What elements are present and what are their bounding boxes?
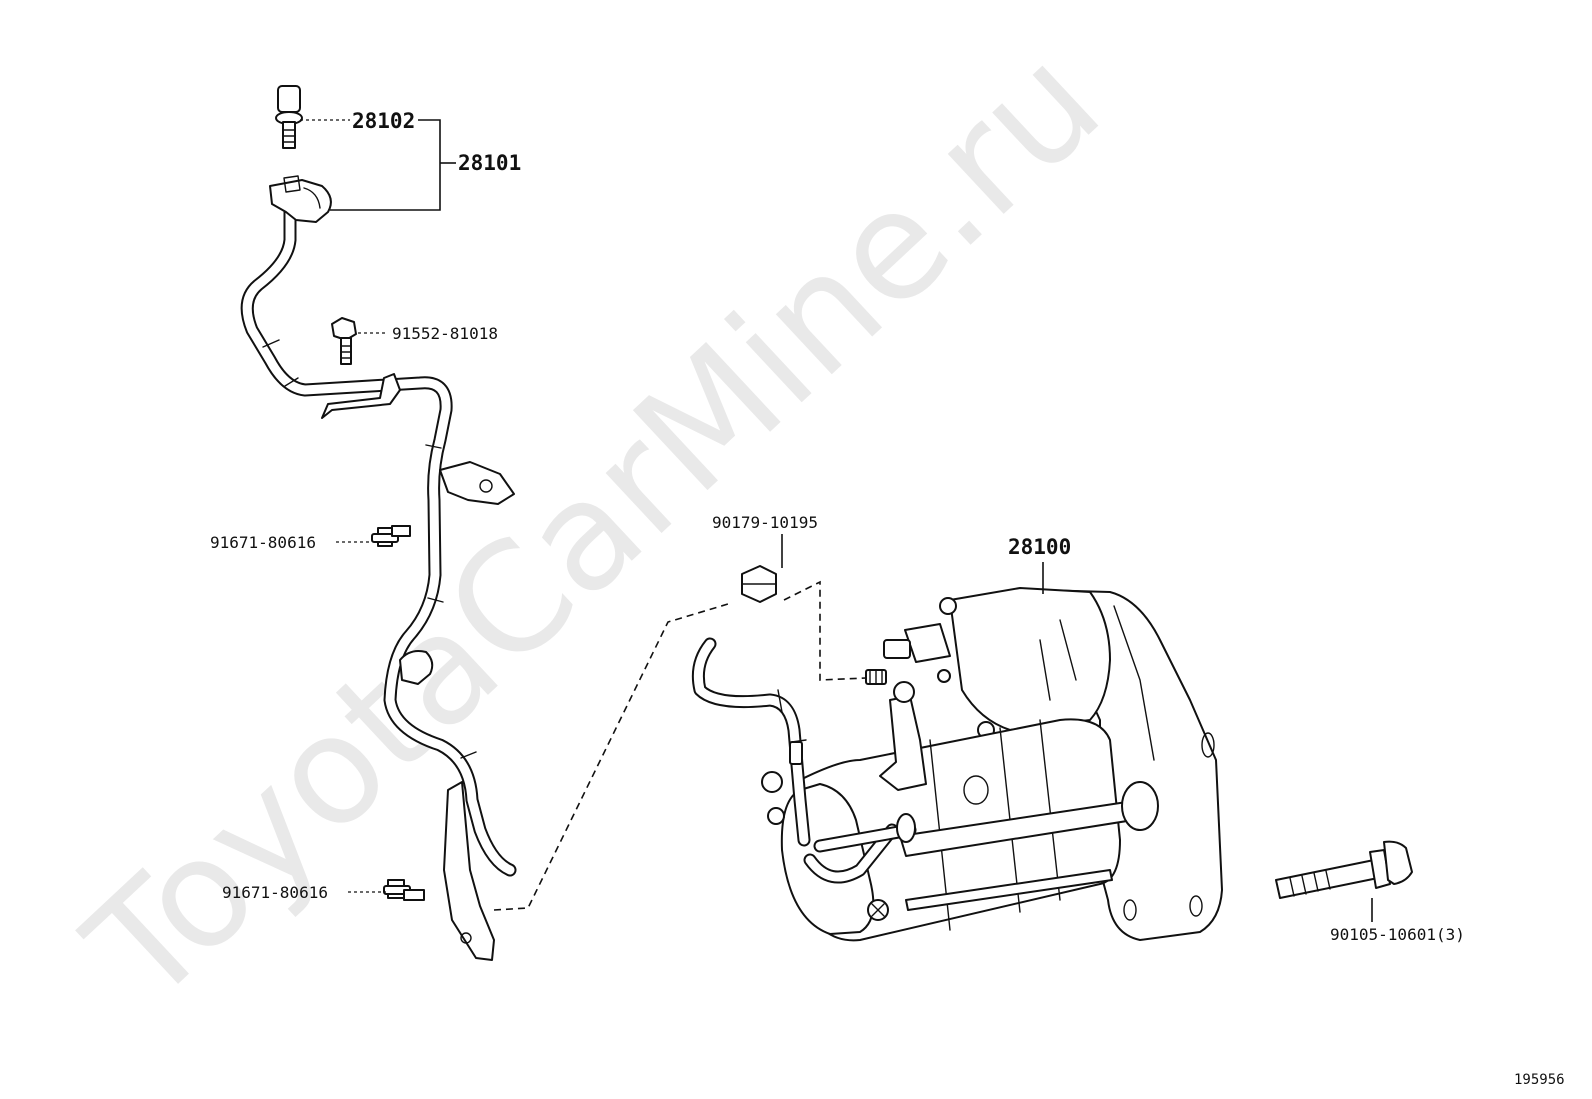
part-number-label: 90179-10195 <box>712 513 818 532</box>
connector-icon <box>399 650 434 685</box>
harness-bracket <box>443 781 495 961</box>
harness-bracket <box>321 373 401 419</box>
bolt-icon <box>275 85 303 149</box>
part-number-label: 91671-80616 <box>210 533 316 552</box>
harness-clip <box>439 461 515 505</box>
part-number-label: 91671-80616 <box>222 883 328 902</box>
part-number-label: 28100 <box>1008 535 1071 559</box>
wire-harness-icon <box>691 637 811 847</box>
diagram-id-label: 195956 <box>1514 1072 1565 1088</box>
starter-motor-icon <box>761 587 1223 942</box>
part-number-label: 28101 <box>458 151 521 175</box>
flange-bolt-icon <box>371 525 411 547</box>
flange-bolt-icon <box>383 879 425 901</box>
part-number-label: 28102 <box>352 109 415 133</box>
nut-icon <box>741 565 777 603</box>
flange-bolt-icon <box>1275 840 1413 899</box>
bolt-icon <box>331 317 357 365</box>
wire-harness-icon <box>240 193 517 877</box>
part-number-label: 90105-10601(3) <box>1330 925 1465 944</box>
part-number-label: 91552-81018 <box>392 324 498 343</box>
connector-icon <box>269 175 332 223</box>
